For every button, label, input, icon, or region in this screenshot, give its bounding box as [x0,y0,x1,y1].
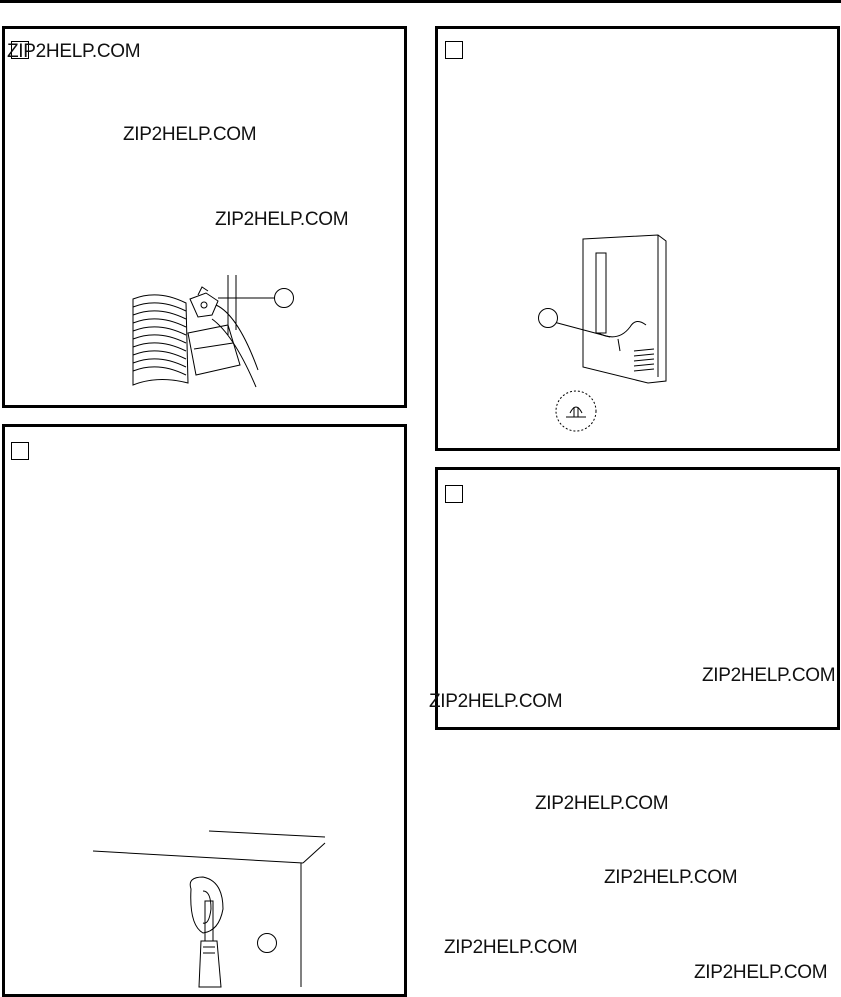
step-checkbox-3[interactable] [11,442,29,460]
watermark-2: ZIP2HELP.COM [123,124,257,145]
vent-clamp-illustration [128,275,268,390]
step-panel-1 [2,26,407,408]
step-checkbox-2[interactable] [445,41,463,59]
watermark-1: ZIP2HELP.COM [7,41,141,62]
callout-circle-b [537,307,559,329]
step-checkbox-1[interactable] [11,41,29,59]
dryer-rear-illustration [538,231,678,391]
top-rule [0,0,841,3]
step-panel-4 [435,467,840,730]
watermark-6: ZIP2HELP.COM [535,793,669,814]
step-panel-3 [2,424,407,997]
watermark-5: ZIP2HELP.COM [429,691,563,712]
watermark-8: ZIP2HELP.COM [444,937,578,958]
step-panel-2 [435,26,840,451]
step-checkbox-4[interactable] [445,485,463,503]
leveling-screwdriver-illustration [91,829,331,989]
watermark-9: ZIP2HELP.COM [694,962,828,983]
watermark-7: ZIP2HELP.COM [604,867,738,888]
callout-circle-c [256,932,278,954]
watermark-3: ZIP2HELP.COM [215,209,349,230]
callout-circle-a [273,287,295,309]
ground-symbol-icon [554,389,598,433]
watermark-4: ZIP2HELP.COM [702,665,836,686]
